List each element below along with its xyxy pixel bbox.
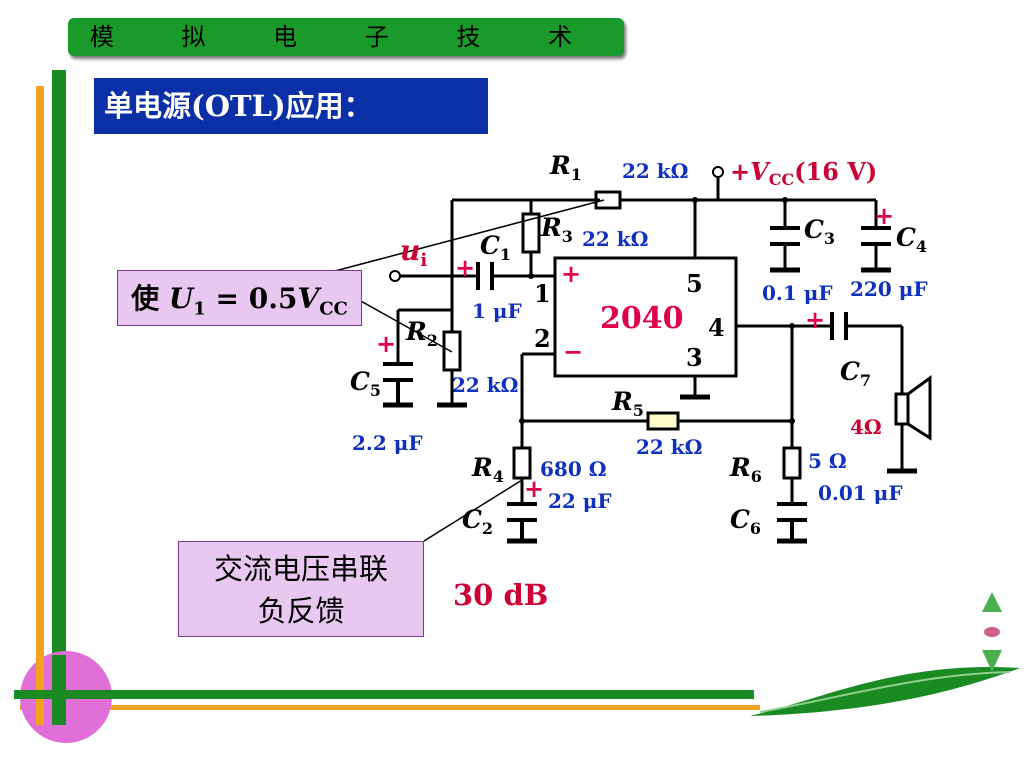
capacitor-c1 — [476, 262, 494, 290]
value-c2: 22 μF — [548, 489, 612, 513]
capacitor-c5 — [383, 362, 413, 404]
pin-3: 3 — [686, 343, 703, 372]
value-r5: 22 kΩ — [636, 435, 702, 459]
capacitor-c6 — [777, 502, 807, 540]
pin-5: 5 — [686, 269, 703, 298]
bias-v: V — [297, 282, 320, 315]
label-r4: R4 — [471, 453, 504, 486]
bottom-orange-bar — [20, 705, 760, 710]
input-label: ui — [400, 234, 427, 271]
value-c1: 1 μF — [472, 299, 522, 323]
label-r2: R2 — [405, 317, 438, 350]
pin-4: 4 — [708, 313, 725, 342]
value-r3: 22 kΩ — [582, 227, 648, 251]
capacitor-c2 — [507, 502, 537, 540]
feedback-callout: 交流电压串联 负反馈 — [178, 541, 424, 637]
left-green-bar — [52, 70, 66, 728]
capacitor-c7 — [830, 312, 848, 340]
value-speaker: 4Ω — [850, 415, 882, 439]
bias-v-sub: CC — [319, 298, 348, 320]
feedback-line-1: 交流电压串联 — [213, 552, 388, 586]
slide-title: 单电源(OTL)应用： — [94, 78, 488, 134]
resistor-r3 — [521, 212, 541, 254]
gain-label: 30 dB — [453, 578, 549, 612]
label-c6: C6 — [730, 505, 761, 538]
value-c4: 220 μF — [850, 277, 928, 301]
input-terminal — [389, 270, 401, 282]
value-c3: 0.1 μF — [762, 281, 833, 305]
ic-2040-body — [553, 256, 738, 378]
resistor-r2 — [442, 330, 462, 372]
feedback-line-2: 负反馈 — [257, 594, 345, 628]
resistor-r6 — [782, 446, 802, 480]
value-r6: 5 Ω — [808, 449, 847, 473]
label-c1: C1 — [480, 231, 511, 264]
value-r1: 22 kΩ — [622, 159, 688, 183]
value-r2: 22 kΩ — [452, 373, 518, 397]
label-r5: R5 — [611, 387, 644, 420]
bias-u: U — [168, 282, 194, 315]
label-r6: R6 — [729, 453, 762, 486]
leaf-swoosh — [750, 666, 1020, 716]
vcc-label: +VCC(16 V) — [730, 157, 877, 189]
polarity-plus: + — [805, 305, 825, 334]
label-c2: C2 — [462, 505, 493, 538]
speaker-icon — [894, 375, 932, 441]
pin-2: 2 — [534, 324, 551, 353]
capacitor-c4 — [861, 226, 891, 246]
value-c5: 2.2 μF — [352, 431, 423, 455]
label-c4: C4 — [896, 223, 927, 256]
bias-u-sub: 1 — [193, 298, 206, 320]
label-c7: C7 — [840, 357, 871, 390]
course-header: 模 拟 电 子 技 术 — [68, 18, 624, 56]
bottom-green-bar — [14, 690, 754, 699]
vcc-terminal — [712, 166, 724, 178]
value-c6: 0.01 μF — [818, 481, 903, 505]
capacitor-c3 — [770, 226, 800, 246]
nav-arrows-icon — [982, 592, 1002, 672]
polarity-plus: + — [376, 329, 396, 358]
bias-mid: = 0.5 — [205, 282, 298, 315]
label-c5: C5 — [350, 367, 381, 400]
polarity-plus: + — [561, 259, 581, 288]
value-r4: 680 Ω — [540, 457, 607, 481]
left-orange-bar — [36, 86, 44, 726]
polarity-plus: + — [874, 201, 894, 230]
bias-prefix: 使 — [131, 282, 169, 315]
polarity-plus: + — [524, 474, 544, 503]
polarity-minus: − — [563, 337, 583, 366]
bias-callout: 使 U1 = 0.5VCC — [117, 270, 362, 326]
polarity-plus: + — [455, 253, 475, 282]
pin-1: 1 — [534, 279, 551, 308]
label-r1: R1 — [549, 151, 582, 184]
label-c3: C3 — [804, 215, 835, 248]
resistor-r5 — [646, 411, 680, 431]
label-r3: R3 — [540, 213, 573, 246]
resistor-r4 — [512, 446, 532, 480]
ic-label: 2040 — [600, 301, 684, 336]
